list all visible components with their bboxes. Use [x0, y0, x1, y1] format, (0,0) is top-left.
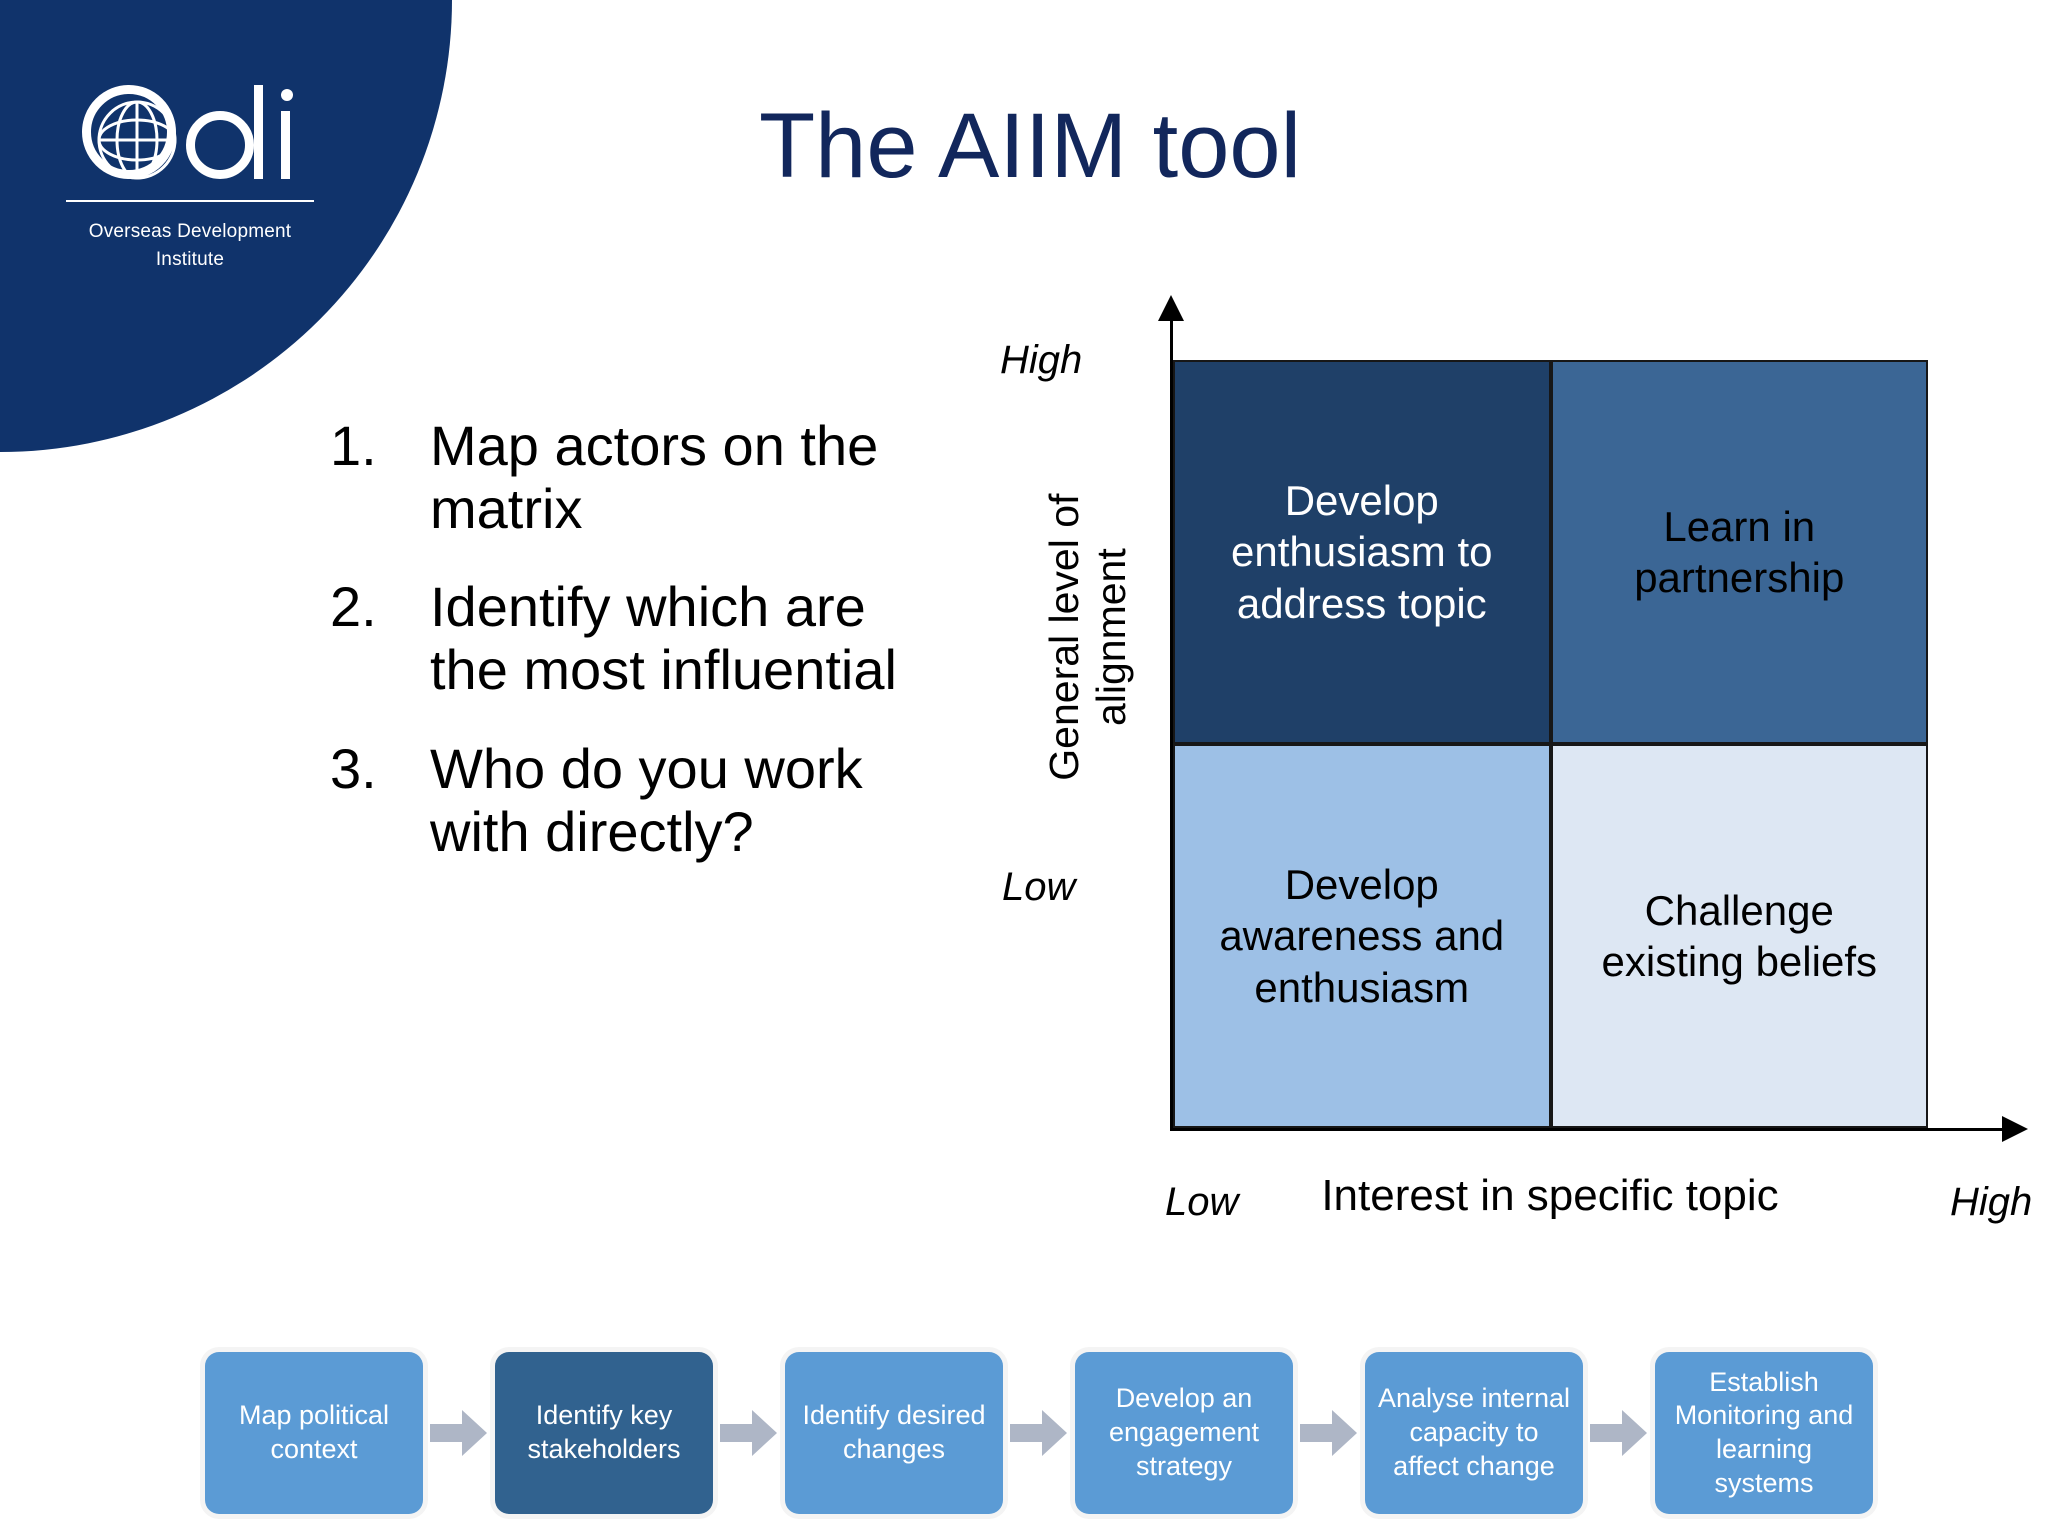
odi-logo-badge: Overseas Development Institute	[0, 0, 452, 452]
y-axis-title: General level of alignment	[1040, 493, 1134, 781]
list-item-label: Who do you work with directly?	[430, 736, 863, 863]
x-axis-line	[1170, 1128, 2015, 1131]
aiim-matrix: High Low General level of alignment Deve…	[980, 295, 2032, 1224]
flow-step-establish-monitoring-systems[interactable]: Establish Monitoring and learning system…	[1655, 1352, 1873, 1514]
flow-arrow-icon	[1583, 1408, 1655, 1458]
y-axis-arrowhead-icon	[1158, 295, 1184, 321]
process-flow-strip: Map political context Identify key stake…	[205, 1348, 2035, 1518]
flow-arrow-icon	[423, 1408, 495, 1458]
odi-wordmark	[60, 78, 320, 186]
matrix-cell-high-alignment-high-interest[interactable]: Learn in partnership	[1550, 360, 1928, 744]
list-item-number: 1.	[330, 414, 377, 477]
flow-step-map-political-context[interactable]: Map political context	[205, 1352, 423, 1514]
odi-logo-inner: Overseas Development Institute	[60, 78, 320, 273]
flow-arrow-icon	[1003, 1408, 1075, 1458]
list-item: 3. Who do you work with directly?	[330, 736, 930, 863]
list-item-label: Map actors on the matrix	[430, 414, 879, 540]
x-axis-tick-high: High	[1950, 1180, 2033, 1224]
matrix-grid: Develop enthusiasm to address topic Lear…	[1173, 360, 1928, 1128]
list-item-number: 3.	[330, 736, 377, 800]
list-item-number: 2.	[330, 575, 377, 639]
flow-step-analyse-internal-capacity[interactable]: Analyse internal capacity to affect chan…	[1365, 1352, 1583, 1514]
y-axis-line	[1170, 315, 1173, 1130]
y-axis-tick-high: High	[1000, 338, 1083, 382]
list-item-label: Identify which are the most influential	[430, 575, 897, 702]
matrix-cell-low-alignment-high-interest[interactable]: Challenge existing beliefs	[1550, 744, 1928, 1128]
flow-arrow-icon	[1293, 1408, 1365, 1458]
logo-subtitle-line2: Institute	[155, 248, 225, 270]
logo-subtitle: Overseas Development Institute	[60, 218, 320, 273]
list-item: 1. Map actors on the matrix	[330, 414, 930, 540]
flow-step-identify-key-stakeholders[interactable]: Identify key stakeholders	[495, 1352, 713, 1514]
page-title: The AIIM tool	[758, 95, 1302, 197]
flow-step-develop-engagement-strategy[interactable]: Develop an engagement strategy	[1075, 1352, 1293, 1514]
x-axis-tick-low: Low	[1165, 1180, 1239, 1224]
y-axis-tick-low: Low	[1002, 865, 1076, 909]
numbered-steps-list: 1. Map actors on the matrix 2. Identify …	[330, 414, 930, 899]
list-item: 2. Identify which are the most influenti…	[330, 575, 930, 702]
flow-step-identify-desired-changes[interactable]: Identify desired changes	[785, 1352, 1003, 1514]
letter-d-glyph	[186, 85, 268, 179]
globe-icon	[82, 85, 177, 180]
letter-i-glyph	[278, 85, 298, 179]
logo-divider	[66, 200, 314, 202]
flow-arrow-icon	[713, 1408, 785, 1458]
x-axis-arrowhead-icon	[2002, 1116, 2028, 1142]
logo-subtitle-line1: Overseas Development	[88, 221, 292, 242]
matrix-cell-high-alignment-low-interest[interactable]: Develop enthusiasm to address topic	[1173, 360, 1551, 744]
x-axis-title: Interest in specific topic	[1321, 1171, 1779, 1220]
matrix-cell-low-alignment-low-interest[interactable]: Develop awareness and enthusiasm	[1173, 744, 1551, 1128]
